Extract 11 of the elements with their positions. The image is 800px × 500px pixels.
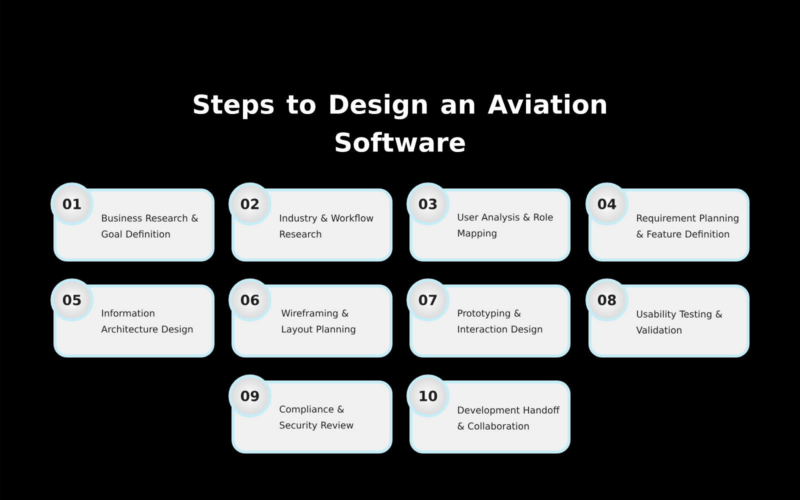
number-badge: 03: [406, 182, 450, 226]
title: Steps to Design an Aviation Software: [194, 94, 606, 152]
number-badge: 08: [586, 278, 628, 322]
number-badge: 01: [50, 182, 94, 226]
number-badge: 10: [406, 374, 450, 418]
number-badge: 06: [228, 278, 272, 322]
number-badge: 05: [50, 278, 94, 322]
number-badge: 07: [406, 278, 450, 322]
number-badge: 09: [228, 374, 272, 418]
number-badge: 02: [228, 182, 272, 226]
number-badge: 04: [586, 182, 628, 226]
